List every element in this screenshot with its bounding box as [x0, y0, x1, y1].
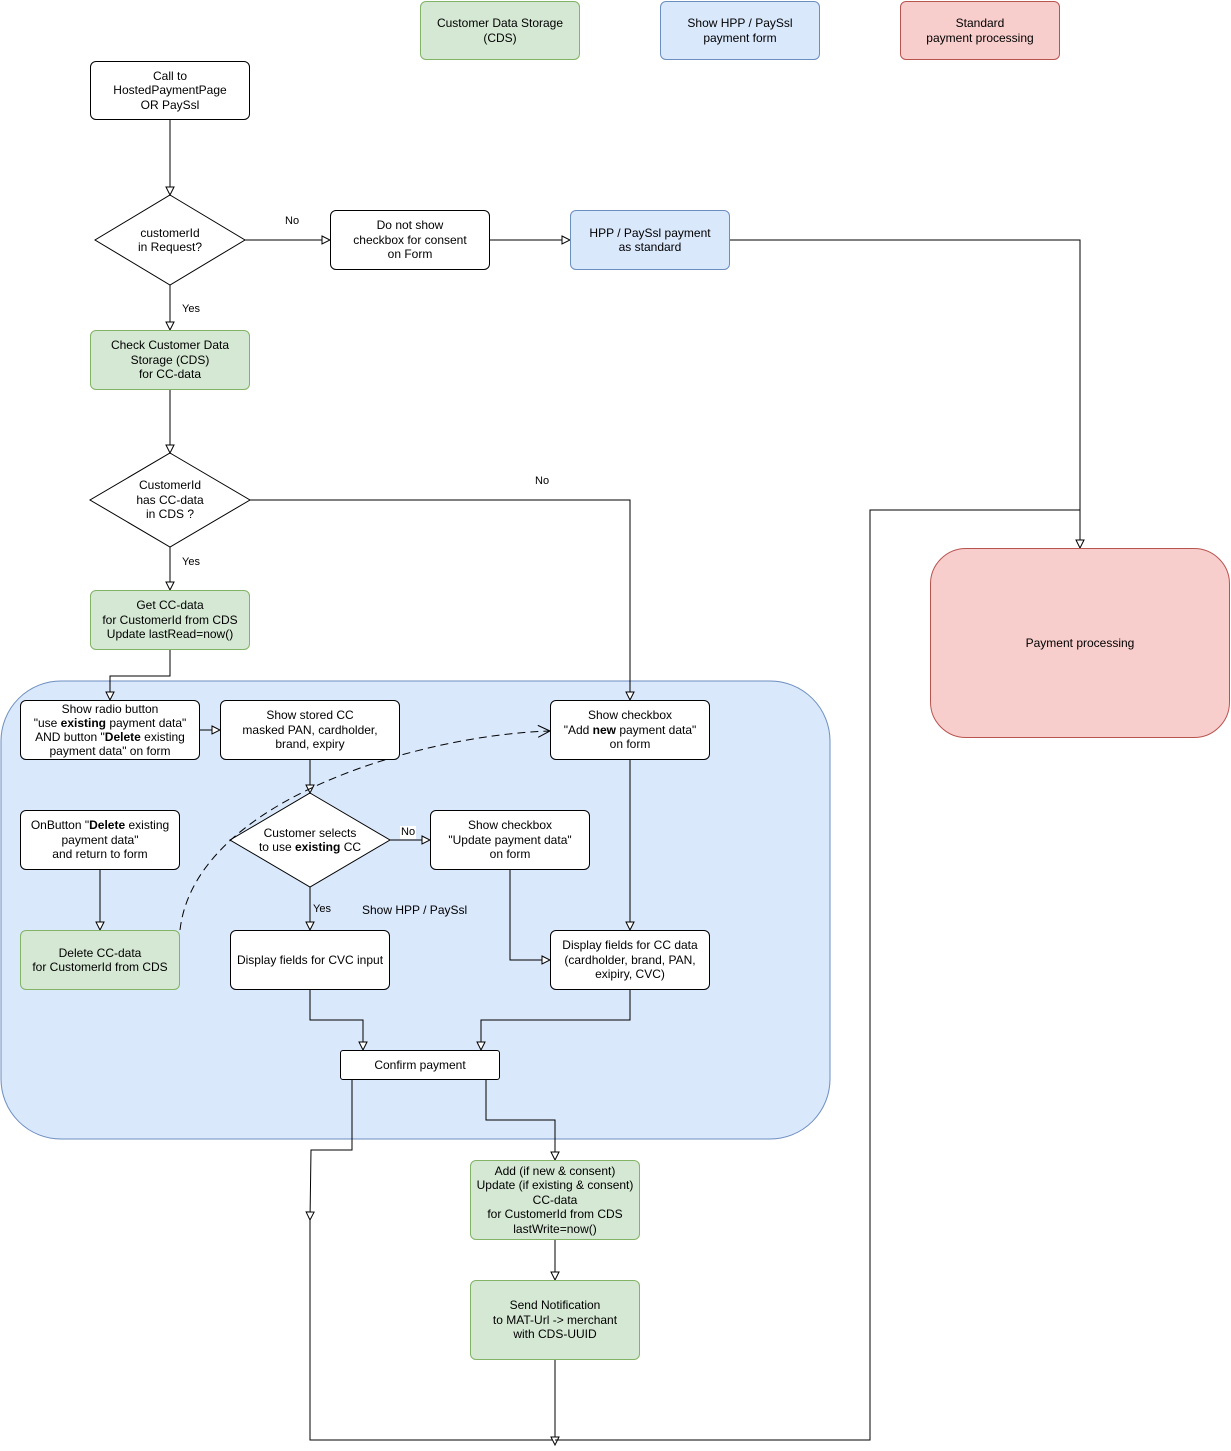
radio-text-2: payment data" AND button " — [35, 716, 187, 744]
check-cds-text: Check Customer Data Storage (CDS) for CC… — [110, 338, 230, 382]
label-no-2: No — [535, 475, 550, 487]
add-update-text: Add (if new & consent) Update (if existi… — [476, 1163, 634, 1236]
no-consent-node: Do not show checkbox for consent on Form — [330, 210, 490, 270]
edge-getcc-to-radio — [110, 650, 171, 700]
edge-ccfields-to-confirm — [481, 990, 631, 1050]
decision-existing-text-1: Customer selects to use — [258, 825, 357, 855]
add-new-text: Show checkbox "Add new payment data" on … — [564, 708, 697, 752]
region-title: Show HPP / PaySsl — [362, 903, 468, 917]
legend-hpp-text: Show HPP / PaySsl payment form — [687, 16, 793, 45]
cc-fields-text: Display fields for CC data (cardholder, … — [562, 938, 698, 982]
no-consent-text: Do not show checkbox for consent on Form — [353, 218, 467, 262]
hpp-form-region — [0, 680, 831, 1140]
label-yes-3: Yes — [312, 903, 332, 916]
delete-cc-node: Delete CC-data for CustomerId from CDS — [20, 930, 180, 990]
edge-cvc-to-confirm — [309, 990, 363, 1050]
add-update-node: Add (if new & consent) Update (if existi… — [470, 1160, 640, 1240]
cc-fields-node: Display fields for CC data (cardholder, … — [550, 930, 710, 990]
stored-cc-text: Show stored CC masked PAN, cardholder, b… — [242, 708, 378, 752]
radio-text-1: Show radio button "use — [33, 702, 159, 730]
label-yes-2: Yes — [182, 556, 200, 568]
label-yes-1: Yes — [182, 303, 200, 315]
start-node: Call to HostedPaymentPage OR PaySsl — [90, 61, 250, 120]
decision-customer-id-text: customerId in Request? — [110, 220, 230, 260]
notify-text: Send Notification to MAT-Url -> merchant… — [492, 1298, 618, 1342]
legend-cds: Customer Data Storage (CDS) — [420, 1, 580, 60]
edge-confirm-to-addupdate — [485, 1080, 555, 1160]
payment-processing-text: Payment processing — [1025, 635, 1135, 650]
add-new-checkbox-node: Show checkbox "Add new payment data" on … — [550, 700, 710, 760]
decision-existing-text-bold: existing — [295, 840, 341, 854]
radio-button-node: Show radio button "use existing payment … — [20, 700, 200, 760]
update-checkbox-node: Show checkbox "Update payment data" on f… — [430, 810, 590, 870]
decision-existing-text: Customer selects to use existing CC — [240, 820, 380, 860]
edge-bottom-to-payment — [555, 509, 1080, 1441]
radio-text-bold-1: existing — [60, 716, 106, 730]
get-cc-text: Get CC-data for CustomerId from CDS Upda… — [102, 598, 238, 642]
radio-text-bold-2: Delete — [104, 730, 141, 744]
decision-existing-label: Customer selects to use existing CC — [259, 826, 361, 855]
stored-cc-node: Show stored CC masked PAN, cardholder, b… — [220, 700, 400, 760]
hpp-standard-text: HPP / PaySsl payment as standard — [589, 225, 711, 255]
delete-cc-text: Delete CC-data for CustomerId from CDS — [32, 945, 168, 975]
add-new-text-2: payment data" on form — [609, 722, 697, 752]
legend-hpp: Show HPP / PaySsl payment form — [660, 1, 820, 60]
cvc-input-node: Display fields for CVC input — [230, 930, 390, 990]
legend-standard-text: Standard payment processing — [926, 16, 1034, 45]
update-checkbox-text: Show checkbox "Update payment data" on f… — [448, 818, 572, 862]
decision-has-cc-label: CustomerId has CC-data in CDS ? — [136, 478, 204, 522]
decision-has-cc-text: CustomerId has CC-data in CDS ? — [110, 475, 230, 525]
on-delete-text-2: existing payment data" and return to for… — [52, 818, 170, 862]
edge-update-to-ccfields — [509, 870, 550, 960]
add-new-text-1: Show checkbox "Add — [563, 708, 673, 737]
payment-processing-node: Payment processing — [930, 548, 1230, 738]
add-new-text-bold: new — [592, 722, 616, 737]
notify-node: Send Notification to MAT-Url -> merchant… — [470, 1280, 640, 1360]
label-no-1: No — [285, 215, 300, 227]
get-cc-node: Get CC-data for CustomerId from CDS Upda… — [90, 590, 250, 650]
edge-left-continue — [309, 1220, 555, 1441]
edge-hpp-to-payment — [730, 239, 1080, 548]
legend-standard: Standard payment processing — [900, 1, 1060, 60]
edge-deletecc-to-addnew — [179, 731, 550, 931]
radio-text-3: existing payment data" on form — [49, 730, 185, 758]
on-delete-text: OnButton "Delete existing payment data" … — [31, 818, 169, 862]
cvc-input-text: Display fields for CVC input — [236, 952, 384, 967]
check-cds-node: Check Customer Data Storage (CDS) for CC… — [90, 330, 250, 390]
label-no-3: No — [400, 826, 417, 839]
edge-confirm-to-left — [310, 1080, 353, 1220]
decision-existing-text-2: CC — [340, 840, 362, 854]
on-delete-text-bold: Delete — [89, 818, 126, 833]
confirm-payment-node: Confirm payment — [340, 1050, 500, 1080]
edge-decision2-no — [250, 499, 630, 700]
on-delete-node: OnButton "Delete existing payment data" … — [20, 810, 180, 870]
radio-button-text: Show radio button "use existing payment … — [34, 702, 187, 758]
on-delete-text-1: OnButton " — [30, 818, 90, 833]
legend-cds-text: Customer Data Storage (CDS) — [436, 16, 564, 45]
decision-customer-id-label: customerId in Request? — [137, 225, 203, 255]
start-text: Call to HostedPaymentPage OR PaySsl — [113, 68, 227, 112]
confirm-payment-text: Confirm payment — [374, 1057, 466, 1072]
hpp-standard-node: HPP / PaySsl payment as standard — [570, 210, 730, 270]
